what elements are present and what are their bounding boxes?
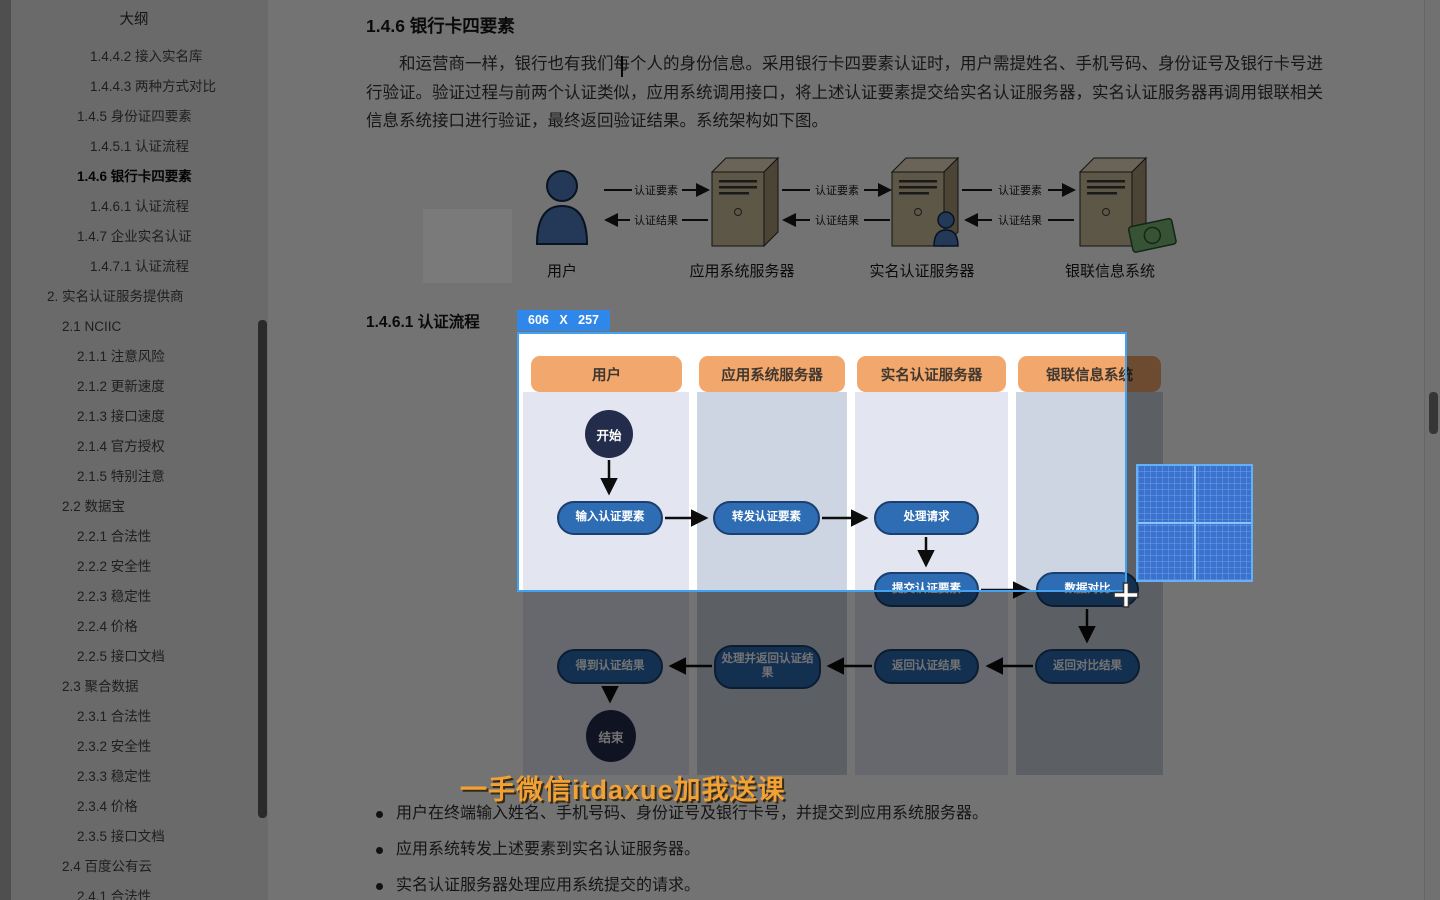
- dim-overlay-top: [0, 0, 1440, 332]
- screenshot-selection-region[interactable]: [517, 332, 1127, 592]
- video-watermark: 一手微信itdaxue加我送课: [460, 775, 786, 805]
- magnifier-crossline-vertical: [1193, 466, 1196, 580]
- flowchart-node: 转发认证要素: [713, 501, 820, 535]
- flowchart-node: 处理请求: [874, 501, 979, 535]
- magnifier-grid: [1136, 464, 1253, 582]
- dim-overlay-bottom: [0, 592, 1440, 900]
- highlight-patch: [423, 209, 512, 283]
- flowchart-column-header: 实名认证服务器: [857, 356, 1006, 392]
- flowchart-column-header: 用户: [531, 356, 682, 392]
- dim-overlay-left: [0, 332, 517, 592]
- crosshair-cursor: [1113, 582, 1139, 608]
- selection-size-badge: 606 X 257: [517, 310, 610, 331]
- flowchart-column-header: 应用系统服务器: [699, 356, 845, 392]
- flowchart-start-node: 开始: [585, 410, 633, 458]
- flowchart-node: 输入认证要素: [557, 501, 663, 535]
